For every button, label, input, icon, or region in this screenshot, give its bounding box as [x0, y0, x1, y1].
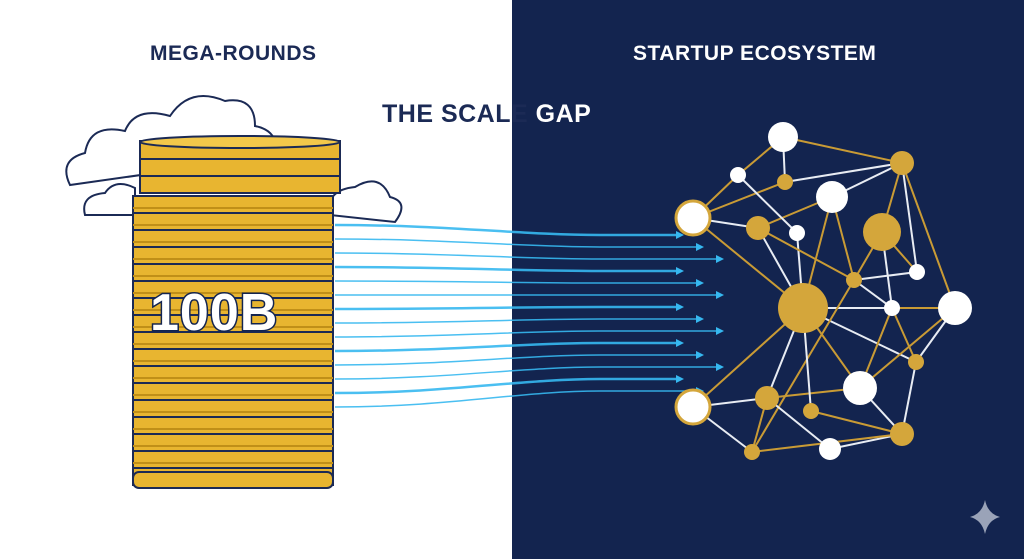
- flow-line: [334, 252, 720, 260]
- gold-node: [744, 444, 760, 460]
- scale-gap-title: THE SCALE GAP: [382, 100, 591, 129]
- network-edge: [766, 397, 831, 450]
- arrow-icon: [696, 279, 704, 287]
- network-edge: [901, 162, 918, 273]
- flow-line: [334, 305, 680, 311]
- white-node: [884, 300, 900, 316]
- white-node: [768, 122, 798, 152]
- network-edge: [859, 307, 956, 389]
- coin: [132, 433, 334, 452]
- network-edge: [901, 361, 917, 435]
- gold-node: [890, 422, 914, 446]
- network-edge: [891, 307, 917, 363]
- white-node: [909, 264, 925, 280]
- gold-node: [890, 151, 914, 175]
- white-node: [819, 438, 841, 460]
- gold-node: [908, 354, 924, 370]
- coin: [132, 229, 334, 248]
- flow-line: [334, 223, 680, 237]
- arrow-icon: [676, 231, 684, 239]
- arrow-icon: [716, 291, 724, 299]
- network-edge: [853, 271, 918, 281]
- data-flow-lines: [334, 223, 724, 408]
- arrow-icon: [696, 243, 704, 251]
- network-edge: [810, 410, 903, 435]
- title-part-left: THE SCALE: [382, 100, 536, 128]
- network-edge: [784, 162, 903, 183]
- coin-top: [139, 135, 341, 149]
- white-node: [730, 167, 746, 183]
- network-edge: [901, 162, 956, 309]
- white-node: [938, 291, 972, 325]
- entry-node: [674, 388, 712, 426]
- coin-stack: [132, 135, 341, 489]
- coin: [139, 157, 341, 177]
- coin-base: [132, 471, 334, 489]
- flow-line: [334, 341, 680, 353]
- coin: [132, 195, 334, 214]
- arrow-icon: [676, 375, 684, 383]
- mega-rounds-heading: MEGA-ROUNDS: [150, 42, 317, 65]
- network-edge: [751, 279, 855, 453]
- coin: [132, 348, 334, 367]
- sparkle-icon: [970, 500, 1000, 534]
- arrow-icon: [676, 303, 684, 311]
- coin: [132, 382, 334, 401]
- gold-node: [746, 216, 770, 240]
- coin: [132, 212, 334, 231]
- arrow-icon: [716, 363, 724, 371]
- startup-ecosystem-heading: STARTUP ECOSYSTEM: [633, 42, 877, 65]
- arrow-icon: [696, 351, 704, 359]
- flow-line: [334, 366, 720, 380]
- arrow-icon: [716, 255, 724, 263]
- title-part-right: GAP: [535, 100, 592, 128]
- coin: [139, 174, 341, 194]
- white-node: [816, 181, 848, 213]
- flow-line: [334, 330, 720, 338]
- white-node: [843, 371, 877, 405]
- flow-line: [334, 377, 680, 395]
- flow-line: [334, 265, 680, 273]
- network-edge: [782, 136, 903, 164]
- coin: [132, 246, 334, 265]
- network-edge: [737, 174, 798, 234]
- gold-node: [777, 174, 793, 190]
- coin: [132, 263, 334, 282]
- arrow-icon: [696, 315, 704, 323]
- coin: [132, 399, 334, 418]
- gold-node: [846, 272, 862, 288]
- arrow-icon: [716, 327, 724, 335]
- flow-line: [334, 318, 700, 324]
- network-edge: [829, 433, 903, 450]
- coin: [132, 450, 334, 469]
- flow-line: [334, 238, 700, 248]
- white-node: [789, 225, 805, 241]
- gold-node: [863, 213, 901, 251]
- arrow-icon: [676, 267, 684, 275]
- coin: [132, 365, 334, 384]
- coin: [132, 416, 334, 435]
- flow-line: [334, 354, 700, 366]
- coin-amount-label: 100B: [148, 283, 279, 344]
- entry-node: [674, 199, 712, 237]
- flow-line: [334, 280, 700, 284]
- arrow-icon: [676, 339, 684, 347]
- gold-node: [778, 283, 828, 333]
- network-edge: [757, 227, 855, 281]
- network-graph: [674, 122, 972, 460]
- flow-line: [334, 390, 700, 408]
- gold-node: [803, 403, 819, 419]
- gold-node: [755, 386, 779, 410]
